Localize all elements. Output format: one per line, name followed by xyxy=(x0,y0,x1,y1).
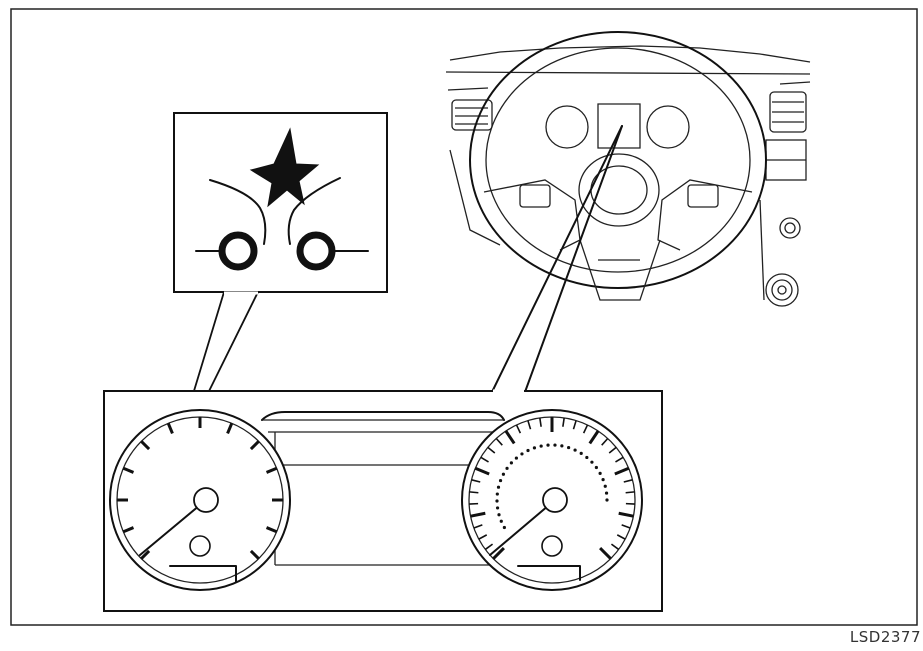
gauge-dot xyxy=(499,479,502,482)
gauge-dot xyxy=(500,520,503,523)
gauge-dot xyxy=(526,449,529,452)
gauge-dot xyxy=(595,466,598,469)
figure-code-label: LSD2377 xyxy=(850,628,921,646)
tachometer-gauge xyxy=(462,410,642,590)
gauge-dot xyxy=(580,452,583,455)
gauge-dot xyxy=(495,499,498,502)
gauge-dot xyxy=(601,478,604,481)
gauge-dot xyxy=(502,473,505,476)
gauge-dot xyxy=(540,444,543,447)
gauge-dot xyxy=(605,491,608,494)
gauge-dot xyxy=(546,444,549,447)
gauge-dot xyxy=(590,461,593,464)
gauge-dot xyxy=(599,472,602,475)
gauge-dot xyxy=(497,486,500,489)
gauge-dot xyxy=(520,452,523,455)
gauge-dot xyxy=(503,526,506,529)
gauge-dot xyxy=(496,506,499,509)
gauge-dot xyxy=(505,467,508,470)
gauge-dot xyxy=(533,446,536,449)
gauge-tick xyxy=(469,492,478,493)
gauge-dot xyxy=(497,513,500,516)
gauge-dot xyxy=(496,492,499,495)
gauge-dot xyxy=(573,448,576,451)
gauge-dot xyxy=(560,444,563,447)
gauge-dot xyxy=(604,485,607,488)
warning-light-callout-box xyxy=(174,113,387,292)
speedometer-gauge xyxy=(110,410,290,590)
gauge-dot xyxy=(605,498,608,501)
gauge-dot xyxy=(515,456,518,459)
gauge-dot xyxy=(567,446,570,449)
gauge-dot xyxy=(510,461,513,464)
steering-wheel-drawing xyxy=(446,32,810,306)
gauge-tick xyxy=(626,492,635,493)
gauge-dot xyxy=(553,443,556,446)
gauge-dot xyxy=(585,456,588,459)
